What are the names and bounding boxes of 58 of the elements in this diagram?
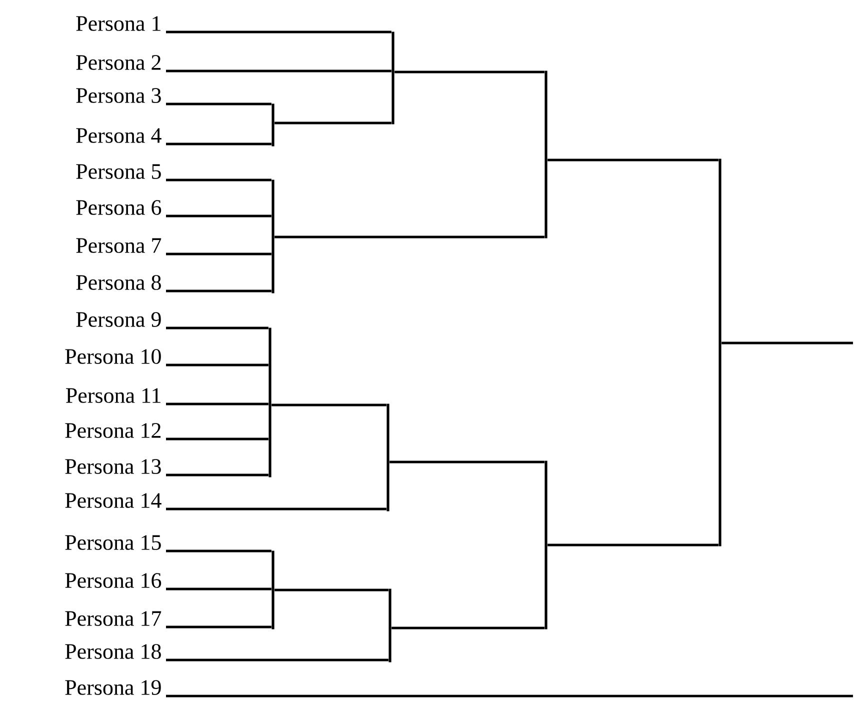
connector-line	[274, 122, 392, 124]
connector-line	[166, 364, 268, 366]
junction-bar	[388, 588, 392, 662]
junction-bar	[268, 328, 272, 478]
connector-line	[166, 326, 268, 330]
connector-line	[272, 404, 386, 406]
connector-line	[166, 102, 272, 106]
connector-line	[166, 290, 272, 292]
leaf-label: Persona 19	[65, 680, 161, 695]
connector-line	[166, 30, 392, 34]
leaf-label: Persona 5	[76, 164, 161, 179]
leaf-label: Persona 2	[76, 55, 161, 70]
leaf-label: Persona 4	[76, 128, 162, 143]
connector-line	[390, 460, 544, 464]
connector-line	[166, 214, 272, 218]
connector-line	[548, 544, 718, 546]
connector-line	[166, 402, 268, 406]
junction-bar	[272, 104, 274, 146]
leaf-label: Persona 14	[65, 493, 162, 508]
leaf-label: Persona 11	[66, 388, 160, 403]
connector-line	[166, 70, 392, 72]
connector-line	[722, 342, 853, 344]
leaf-label: Persona 12	[65, 423, 161, 438]
connector-line	[166, 252, 272, 256]
junction-bar	[544, 460, 548, 630]
connector-line	[166, 658, 388, 662]
leaf-label: Persona 8	[76, 275, 161, 290]
connector-line	[274, 236, 544, 238]
connector-line	[394, 70, 544, 74]
junction-bar	[386, 404, 390, 512]
connector-line	[166, 178, 272, 182]
connector-line	[166, 474, 268, 476]
connector-line	[274, 588, 388, 592]
connector-line	[392, 626, 544, 630]
leaf-label: Persona 9	[76, 312, 161, 327]
connector-line	[166, 626, 272, 628]
junction-bar	[392, 32, 394, 124]
leaf-label: Persona 6	[76, 200, 162, 215]
junction-bar	[272, 180, 274, 294]
junction-bar	[272, 550, 274, 630]
connector-line	[166, 508, 386, 510]
leaf-label: Persona 17	[65, 611, 162, 626]
junction-bar	[544, 70, 548, 238]
leaf-label: Persona 10	[65, 349, 161, 364]
connector-line	[166, 588, 272, 590]
leaf-label: Persona 16	[65, 573, 162, 588]
leaf-label: Persona 13	[65, 459, 161, 474]
connector-line	[166, 438, 268, 440]
leaf-label: Persona 1	[76, 16, 160, 31]
connector-line	[548, 158, 718, 162]
connector-line	[166, 550, 272, 552]
leaf-label: Persona 3	[76, 88, 161, 103]
leaf-label: Persona 7	[76, 238, 162, 253]
junction-bar	[718, 158, 722, 546]
leaf-label: Persona 15	[65, 535, 161, 550]
leaf-label: Persona 18	[65, 644, 161, 659]
connector-line	[166, 142, 272, 146]
connector-line	[166, 694, 853, 698]
